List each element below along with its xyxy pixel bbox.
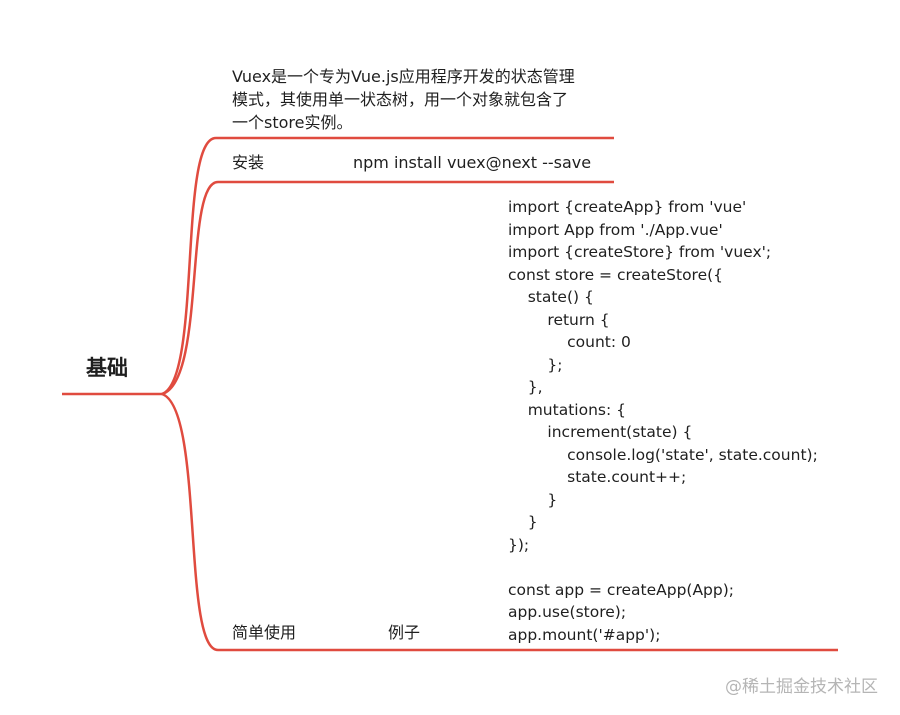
- code-line: }: [508, 490, 558, 509]
- install-label[interactable]: 安装: [232, 153, 265, 172]
- install-command[interactable]: npm install vuex@next --save: [353, 153, 592, 172]
- code-line: };: [508, 355, 563, 374]
- code-line: mutations: {: [508, 400, 626, 419]
- description-line: 模式，其使用单一状态树，用一个对象就包含了: [232, 90, 569, 109]
- branch-to-description: [161, 136, 217, 396]
- code-line: import {createApp} from 'vue': [508, 198, 747, 216]
- watermark: @稀土掘金技术社区: [725, 677, 878, 697]
- branch-to-usage: [161, 392, 219, 652]
- code-line: increment(state) {: [508, 423, 693, 441]
- code-line: return {: [508, 310, 610, 329]
- code-line: app.use(store);: [508, 603, 627, 621]
- code-line: state.count++;: [508, 468, 687, 486]
- code-line: const app = createApp(App);: [508, 580, 735, 599]
- code-line: app.mount('#app');: [508, 625, 661, 644]
- code-line: }: [508, 513, 538, 531]
- code-line: import App from './App.vue': [508, 220, 723, 239]
- example-label[interactable]: 例子: [388, 623, 421, 642]
- code-line: console.log('state', state.count);: [508, 445, 818, 464]
- code-line: ​: [508, 556, 818, 579]
- example-code-block[interactable]: import {createApp} from 'vue' import App …: [508, 196, 818, 646]
- code-line: const store = createStore({: [508, 265, 724, 284]
- description-line: Vuex是一个专为Vue.js应用程序开发的状态管理: [232, 67, 575, 86]
- code-line: import {createStore} from 'vuex';: [508, 243, 772, 261]
- code-line: },: [508, 378, 543, 396]
- code-line: state() {: [508, 288, 594, 306]
- branch-to-install: [161, 180, 219, 396]
- code-line: });: [508, 535, 530, 554]
- usage-label[interactable]: 简单使用: [232, 623, 297, 642]
- root-node-title[interactable]: 基础: [86, 356, 128, 380]
- code-line: count: 0: [508, 333, 631, 351]
- description-line: 一个store实例。: [232, 113, 353, 132]
